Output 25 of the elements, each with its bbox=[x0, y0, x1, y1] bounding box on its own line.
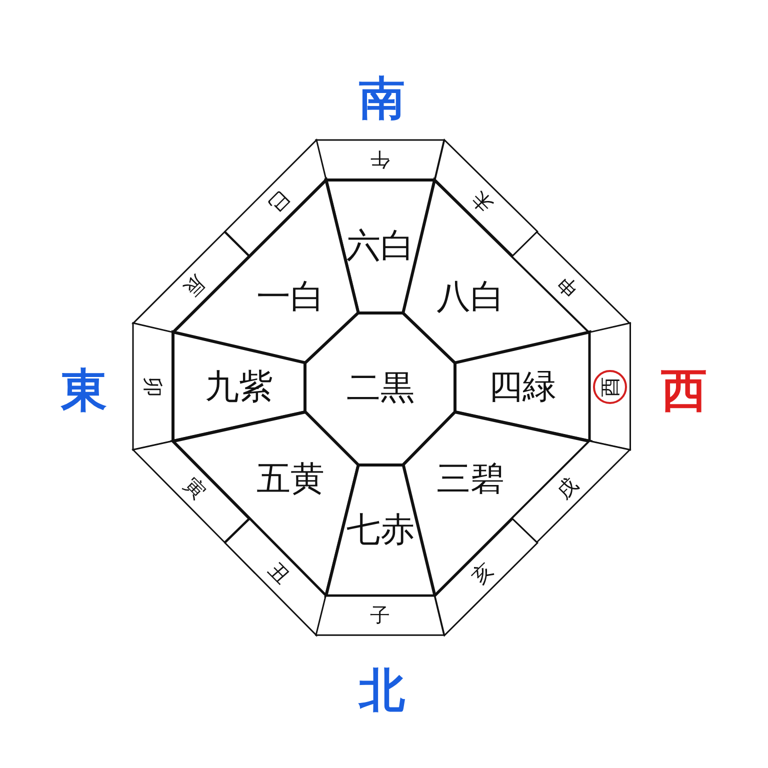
zodiac-sign: 午 bbox=[370, 150, 390, 170]
star-name: 六白 bbox=[346, 229, 414, 264]
star-name: 九紫 bbox=[204, 370, 273, 404]
zodiac-sign: 子 bbox=[370, 605, 390, 626]
zodiac-sign: 未 bbox=[468, 188, 496, 216]
star-name: 五黄 bbox=[256, 462, 324, 496]
direction-label: 北 bbox=[359, 667, 405, 713]
zodiac-sign: 申 bbox=[553, 272, 582, 300]
star-name: 八白 bbox=[436, 280, 505, 314]
star-name: 二黒 bbox=[346, 371, 414, 406]
zodiac-sign: 巳 bbox=[264, 188, 293, 216]
direction-label: 南 bbox=[359, 75, 405, 121]
zodiac-sign: 酉 bbox=[600, 376, 620, 397]
zodiac-sign: 卯 bbox=[142, 376, 163, 397]
direction-label: 西 bbox=[661, 367, 707, 413]
star-name: 四緑 bbox=[488, 370, 556, 404]
star-name: 三碧 bbox=[436, 462, 505, 496]
zodiac-sign: 戌 bbox=[553, 474, 582, 502]
star-name: 七赤 bbox=[346, 513, 414, 548]
zodiac-sign: 辰 bbox=[180, 272, 209, 300]
zodiac-sign: 亥 bbox=[468, 558, 496, 588]
zodiac-sign: 丑 bbox=[264, 558, 293, 588]
zodiac-sign: 寅 bbox=[180, 474, 209, 502]
star-name: 一白 bbox=[256, 280, 324, 314]
direction-label: 東 bbox=[61, 367, 107, 413]
